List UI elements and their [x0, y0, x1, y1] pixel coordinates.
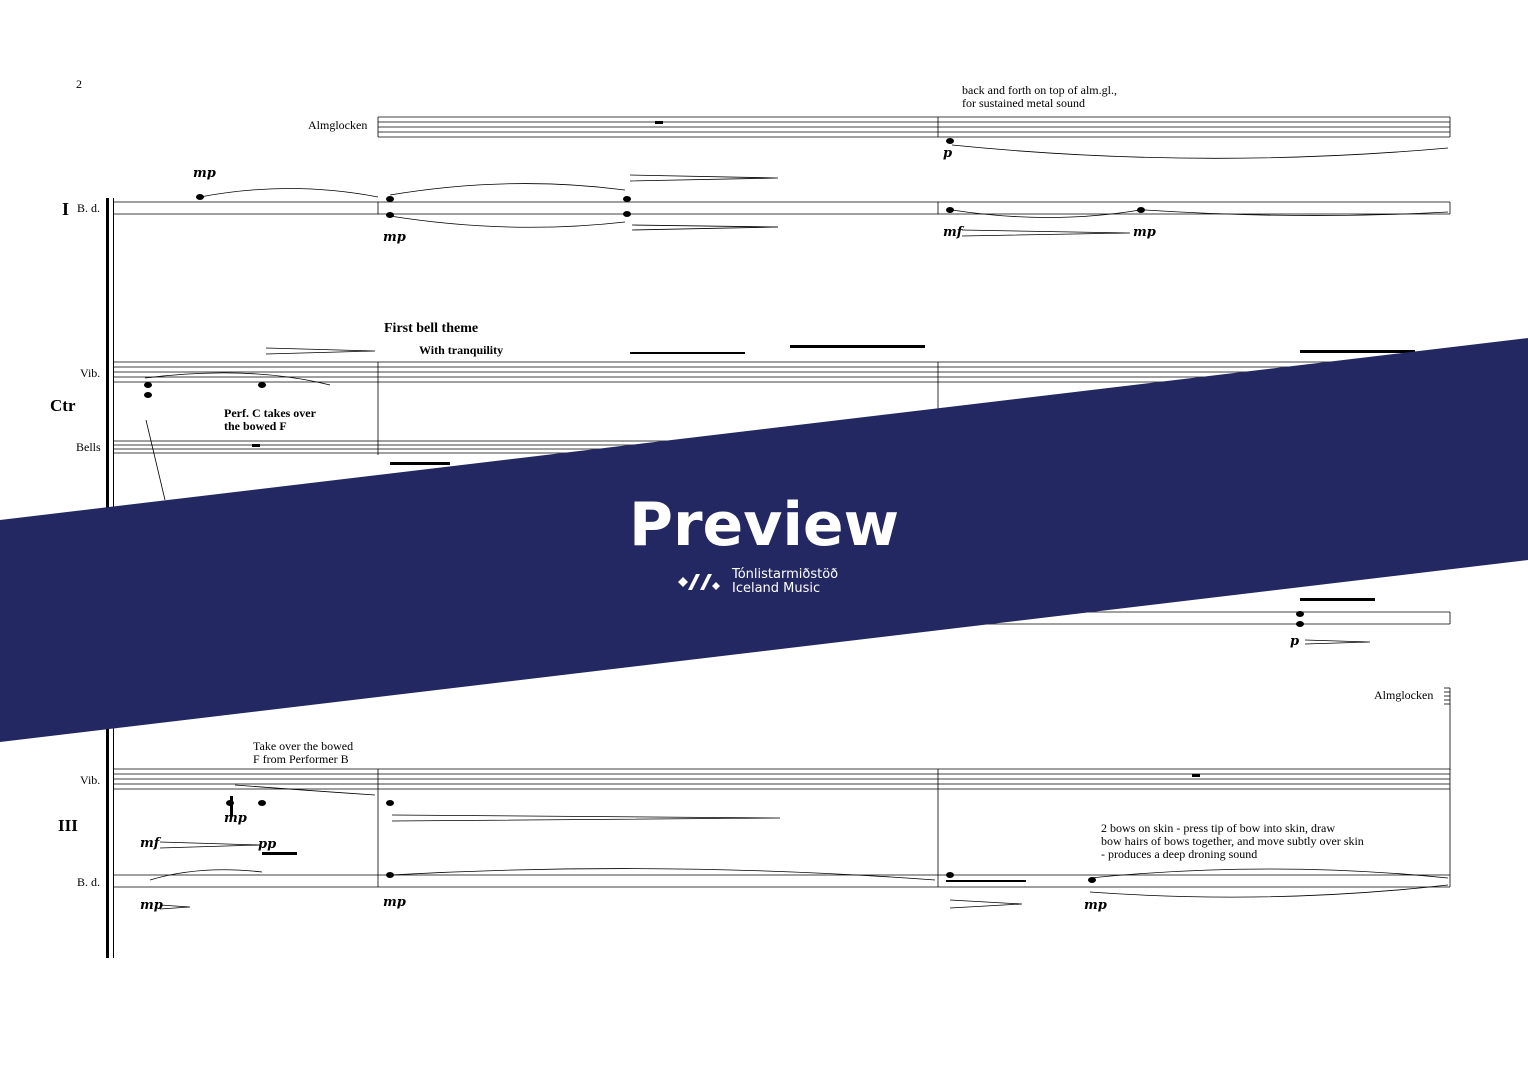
instrument-label-vibraphone-3: Vib. [80, 773, 101, 787]
dynamic-mp: mp [383, 895, 406, 910]
instrument-label-almglocken-lower: Almglocken [1374, 688, 1434, 702]
brand-name-english: Iceland Music [732, 581, 821, 596]
dynamic-mp: mp [193, 166, 216, 181]
noteheads [144, 121, 1415, 883]
annotation-two-bows: 2 bows on skin - press tip of bow into s… [1101, 821, 1364, 861]
instrument-label-bells: Bells [76, 440, 101, 454]
brand-name-icelandic: Tónlistarmiðstöð [732, 567, 839, 582]
dynamic-mp: mp [224, 811, 247, 826]
dynamic-p: p [1290, 634, 1300, 649]
preview-title: Preview [628, 490, 900, 560]
vibraphone-staff [113, 361, 1450, 455]
annotation-back-and-forth: back and forth on top of alm.gl.,for sus… [962, 83, 1117, 110]
dynamic-mp: mp [383, 230, 406, 245]
dynamic-pp: pp [258, 837, 277, 852]
tempo-with-tranquility: With tranquility [419, 343, 504, 357]
vibraphone-staff-3 [113, 768, 1451, 887]
page-number: 2 [76, 77, 82, 91]
group-label-ctr: Ctr [50, 396, 76, 415]
iceland-music-logo-icon [678, 574, 720, 590]
dynamic-mf: mf [943, 225, 963, 240]
instrument-label-almglocken: Almglocken [308, 118, 368, 132]
dynamic-mp: mp [1084, 898, 1107, 913]
group-label-1: I [62, 199, 70, 219]
almglocken-lower-staff [1444, 687, 1451, 770]
instrument-label-vibraphone: Vib. [80, 366, 101, 380]
instrument-label-bass-drum-3: B. d. [77, 875, 101, 889]
dynamic-mp: mp [1133, 225, 1156, 240]
brand-logo: Tónlistarmiðstöð Iceland Music [676, 568, 838, 596]
group-label-3: III [58, 816, 78, 835]
almglocken-staff [377, 116, 1451, 138]
bass-drum-staff-3 [113, 874, 1450, 888]
rehearsal-first-bell-theme: First bell theme [384, 321, 479, 336]
instrument-label-bass-drum: B. d. [77, 201, 101, 215]
dynamic-mp: mp [140, 898, 163, 913]
dynamic-p: p [943, 146, 953, 161]
dynamic-mf: mf [140, 836, 160, 851]
